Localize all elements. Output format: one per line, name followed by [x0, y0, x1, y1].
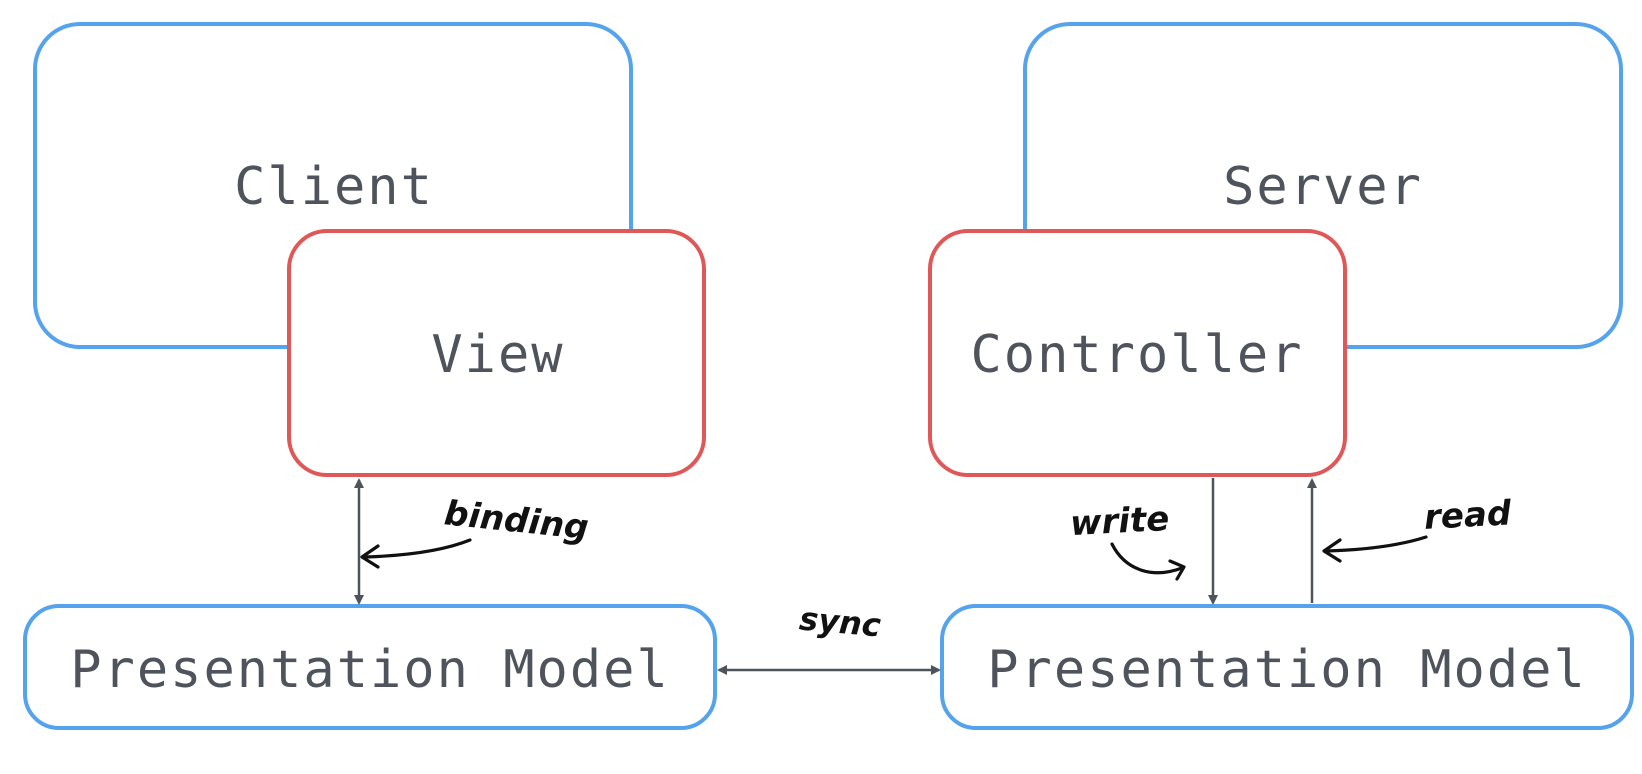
server-label: Server: [1223, 157, 1423, 217]
write-pointer-arrow: [1110, 542, 1186, 581]
write-annotation: write: [1069, 499, 1170, 544]
sync-annotation: sync: [798, 600, 883, 645]
read-annotation: read: [1423, 493, 1513, 538]
client-label: Client: [234, 157, 434, 217]
binding-annotation: binding: [442, 493, 590, 548]
view-label: View: [431, 325, 564, 385]
controller-label: Controller: [970, 325, 1303, 385]
view-node: View: [287, 229, 706, 477]
presentation-model-left: Presentation Model: [23, 604, 717, 730]
controller-node: Controller: [928, 229, 1347, 477]
presentation-model-left-label: Presentation Model: [70, 640, 670, 700]
binding-pointer-arrow: [360, 538, 472, 569]
presentation-model-right-label: Presentation Model: [987, 640, 1587, 700]
presentation-model-right: Presentation Model: [940, 604, 1634, 730]
read-pointer-arrow: [1322, 535, 1428, 563]
